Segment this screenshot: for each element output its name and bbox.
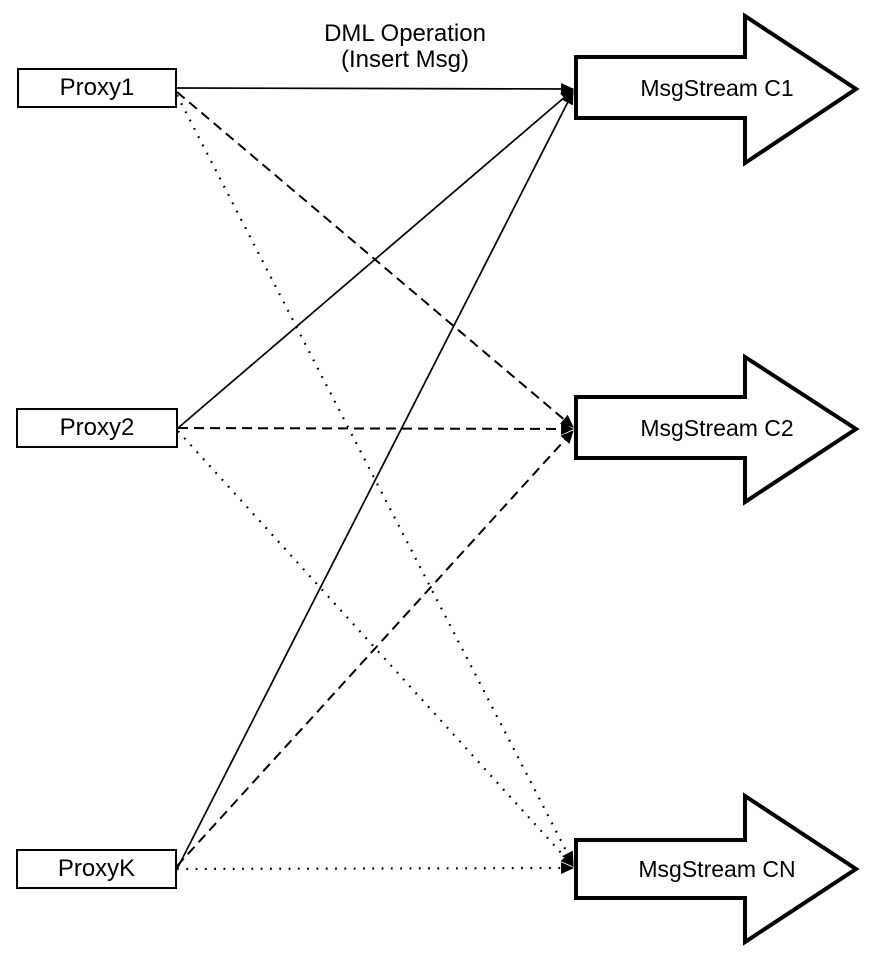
edge-proxyk-msgstream-c2: [176, 430, 574, 867]
edge-proxy1-msgstream-c2: [176, 91, 574, 428]
proxy1-label: Proxy1: [59, 74, 135, 101]
proxy1-node: Proxy1: [17, 68, 177, 108]
msgstream-c1-arrow-shape: [574, 12, 860, 167]
edge-proxy2-msgstream-c2: [177, 423, 575, 435]
proxy2-node: Proxy2: [16, 408, 178, 448]
proxyk-node: ProxyK: [16, 849, 177, 889]
dml-operation-caption-line1: DML Operation: [324, 20, 486, 47]
proxy2-label: Proxy2: [59, 414, 135, 441]
msgstream-c2-arrow-shape: [574, 353, 860, 506]
dml-operation-caption-line2: (Insert Msg): [340, 46, 470, 73]
proxyk-label: ProxyK: [57, 855, 136, 882]
msgstream-cn-label: MsgStream CN: [638, 856, 796, 882]
msgstream-cn-arrow-shape: [574, 792, 860, 946]
edge-proxy1-msgstream-c1: [176, 83, 575, 95]
msgstream-c1-label: MsgStream C1: [640, 75, 794, 101]
msgstream-c2-label: MsgStream C2: [640, 415, 794, 441]
dml-operation-caption: DML Operation (Insert Msg): [324, 21, 486, 73]
edge-proxyk-msgstream-c1: [176, 91, 574, 870]
edge-proxyk-msgstream-cn: [176, 862, 575, 874]
